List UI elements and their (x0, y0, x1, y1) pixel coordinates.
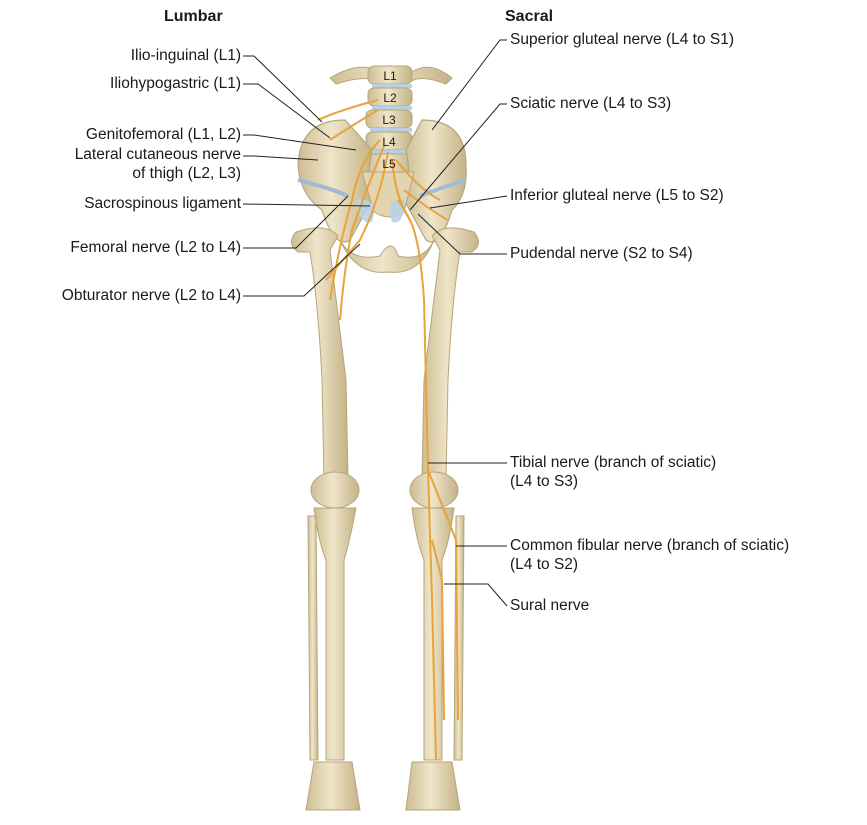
lateral-cutaneous-label-line2: of thigh (L2, L3) (132, 165, 241, 183)
lateral-cutaneous-label-line1: Lateral cutaneous nerve (75, 146, 241, 164)
femoral-nerve-label: Femoral nerve (L2 to L4) (70, 239, 241, 257)
sacrospinous-label: Sacrospinous ligament (84, 195, 241, 213)
pudendal-nerve-label: Pudendal nerve (S2 to S4) (510, 245, 693, 263)
lumbar-header: Lumbar (164, 8, 223, 26)
vertebra-label: L1 (383, 69, 397, 83)
lower-legs (308, 508, 464, 760)
sural-nerve-label: Sural nerve (510, 597, 589, 615)
obturator-nerve-label: Obturator nerve (L2 to L4) (62, 287, 241, 305)
ilioinguinal-label: Ilio-inguinal (L1) (131, 47, 241, 65)
inferior-gluteal-label: Inferior gluteal nerve (L5 to S2) (510, 187, 724, 205)
iliohypogastric-label: Iliohypogastric (L1) (110, 75, 241, 93)
sacral-header: Sacral (505, 8, 553, 26)
sciatic-nerve-label: Sciatic nerve (L4 to S3) (510, 95, 671, 113)
superior-gluteal-label: Superior gluteal nerve (L4 to S1) (510, 31, 734, 49)
common-fibular-label-line1: Common fibular nerve (branch of sciatic) (510, 537, 789, 555)
vertebra-label: L4 (382, 135, 396, 149)
tibial-nerve-label-line2: (L4 to S3) (510, 473, 578, 491)
tibial-nerve-label-line1: Tibial nerve (branch of sciatic) (510, 454, 716, 472)
genitofemoral-label: Genitofemoral (L1, L2) (86, 126, 241, 144)
common-fibular-label-line2: (L4 to S2) (510, 556, 578, 574)
feet (306, 762, 460, 810)
vertebra-label: L2 (383, 91, 397, 105)
vertebra-label: L5 (382, 157, 396, 171)
vertebra-label: L3 (382, 113, 396, 127)
